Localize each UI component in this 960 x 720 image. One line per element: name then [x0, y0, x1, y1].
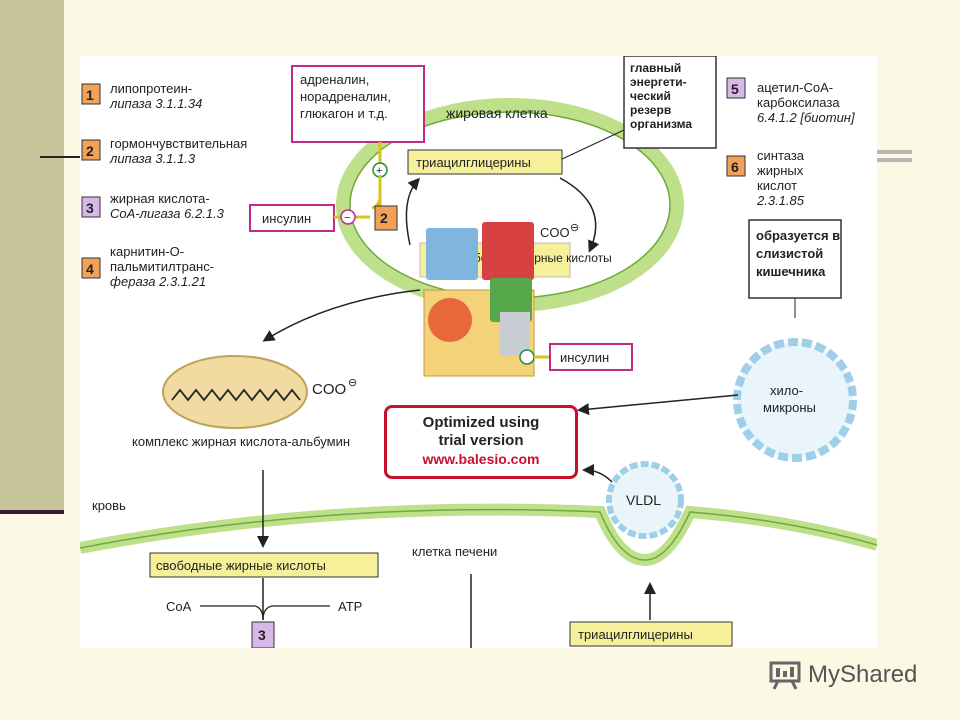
chylomicron-particle: [733, 338, 857, 462]
presentation-icon: [769, 661, 801, 690]
svg-text:4: 4: [86, 261, 94, 277]
slide-sidebar: [0, 0, 64, 512]
watermark-box: Optimized using trial version www.balesi…: [384, 405, 578, 479]
svg-text:⊖: ⊖: [570, 222, 579, 234]
legend-item-6: 6 синтаза жирных кислот 2.3.1.85: [726, 148, 805, 208]
svg-text:5: 5: [731, 81, 739, 97]
svg-text:энергети-: энергети-: [630, 75, 687, 89]
svg-text:6: 6: [731, 159, 739, 175]
legend-item-5: 5 ацетил-CoA- карбоксилаза 6.4.1.2 [биот…: [726, 77, 855, 125]
svg-text:2: 2: [380, 210, 388, 226]
svg-text:CoA-лигаза 6.2.1.3: CoA-лигаза 6.2.1.3: [110, 206, 225, 221]
svg-text:карбоксилаза: карбоксилаза: [757, 95, 840, 110]
svg-text:⊖: ⊖: [348, 377, 357, 389]
hormones-box: адреналин, норадреналин, глюкагон и т.д.: [291, 65, 425, 143]
watermark-line1: Optimized using: [422, 414, 540, 431]
legend-item-3: 3 жирная кислота- CoA-лигаза 6.2.1.3: [81, 191, 225, 221]
vldl-particle: [606, 461, 684, 539]
svg-text:фераза 2.3.1.21: фераза 2.3.1.21: [110, 274, 206, 289]
svg-text:липопротеин-: липопротеин-: [110, 81, 192, 96]
step-2-badge: [374, 205, 398, 231]
svg-text:VLDL: VLDL: [626, 492, 661, 508]
svg-text:норадреналин,: норадреналин,: [300, 89, 391, 104]
svg-text:−: −: [344, 212, 350, 224]
energy-reserve-box: главный энергети- ческий резерв организм…: [623, 56, 717, 149]
file-icons-overlay: [423, 222, 535, 377]
svg-text:липаза 3.1.1.3: липаза 3.1.1.3: [109, 151, 196, 166]
insulin-box-1: инсулин: [249, 204, 335, 232]
liver-cell-label: клетка печени: [412, 544, 497, 559]
svg-text:глюкагон и т.д.: глюкагон и т.д.: [300, 106, 388, 121]
legend-item-4: 4 карнитин-O- пальмитилтранс- фераза 2.3…: [81, 244, 214, 289]
svg-text:адреналин,: адреналин,: [300, 72, 369, 87]
svg-text:гормончувствительная: гормончувствительная: [110, 136, 247, 151]
svg-text:2.3.1.85: 2.3.1.85: [756, 193, 805, 208]
svg-text:триацилглицерины: триацилглицерины: [578, 627, 693, 642]
decorative-line-left: [40, 156, 82, 158]
svg-text:2: 2: [86, 143, 94, 159]
intestine-box: образуется в слизистой кишечника: [748, 219, 842, 299]
svg-text:3: 3: [86, 200, 94, 216]
metabolism-diagram: 1 липопротеин- липаза 3.1.1.34 2 гормонч…: [80, 56, 877, 648]
insulin-box-2: инсулин: [549, 343, 633, 371]
blood-label: кровь: [92, 498, 126, 513]
svg-text:хило-: хило-: [770, 383, 803, 398]
liver-triacylglycerols-box: триацилглицерины: [569, 621, 733, 647]
svg-text:липаза 3.1.1.34: липаза 3.1.1.34: [109, 96, 202, 111]
svg-text:COO: COO: [312, 381, 346, 398]
legend-item-2: 2 гормончувствительная липаза 3.1.1.3: [81, 136, 247, 166]
svg-text:CoA: CoA: [166, 599, 192, 614]
step-3-badge: [251, 621, 275, 648]
svg-text:3: 3: [258, 627, 266, 643]
svg-text:организма: организма: [630, 117, 692, 131]
watermark-link[interactable]: www.balesio.com: [422, 451, 540, 467]
fat-cell-label: жировая клетка: [446, 105, 548, 121]
albumin-ellipse: [162, 355, 308, 429]
svg-text:инсулин: инсулин: [560, 350, 609, 365]
svg-text:ATP: ATP: [338, 599, 362, 614]
triacylglycerols-box: триацилглицерины: [407, 149, 563, 175]
svg-text:кишечника: кишечника: [756, 264, 826, 279]
svg-text:пальмитилтранс-: пальмитилтранс-: [110, 259, 214, 274]
legend-num: 1: [86, 87, 94, 103]
svg-text:синтаза: синтаза: [757, 148, 805, 163]
decorative-line-right: [876, 150, 912, 162]
brand-name: MyShared: [808, 661, 918, 688]
svg-text:образуется в: образуется в: [756, 228, 840, 243]
brand-logo[interactable]: MyShared: [768, 658, 917, 692]
svg-text:COO: COO: [540, 225, 570, 240]
svg-text:жирная кислота-: жирная кислота-: [110, 191, 210, 206]
svg-text:кислот: кислот: [757, 178, 797, 193]
svg-text:свободные жирные кислоты: свободные жирные кислоты: [156, 558, 326, 573]
watermark-line2: trial version: [438, 432, 524, 449]
inhibition-circle: [340, 209, 356, 225]
diagram-panel: 1 липопротеин- липаза 3.1.1.34 2 гормонч…: [80, 56, 877, 648]
svg-text:резерв: резерв: [630, 103, 671, 117]
liver-free-fa-box: свободные жирные кислоты: [149, 552, 379, 578]
svg-text:слизистой: слизистой: [756, 246, 823, 261]
svg-text:ческий: ческий: [630, 89, 671, 103]
svg-text:жирных: жирных: [757, 163, 804, 178]
sidebar-divider: [0, 510, 64, 514]
svg-text:карнитин-O-: карнитин-O-: [110, 244, 184, 259]
svg-text:ацетил-CoA-: ацетил-CoA-: [757, 80, 833, 95]
svg-text:+: +: [376, 165, 382, 177]
svg-text:6.4.1.2 [биотин]: 6.4.1.2 [биотин]: [757, 110, 855, 125]
svg-text:микроны: микроны: [763, 400, 816, 415]
legend-item-1: 1 липопротеин- липаза 3.1.1.34: [81, 81, 202, 111]
svg-text:триацилглицерины: триацилглицерины: [416, 155, 531, 170]
svg-text:инсулин: инсулин: [262, 211, 311, 226]
svg-text:главный: главный: [630, 61, 681, 75]
albumin-complex-label: комплекс жирная кислота-альбумин: [132, 434, 350, 449]
